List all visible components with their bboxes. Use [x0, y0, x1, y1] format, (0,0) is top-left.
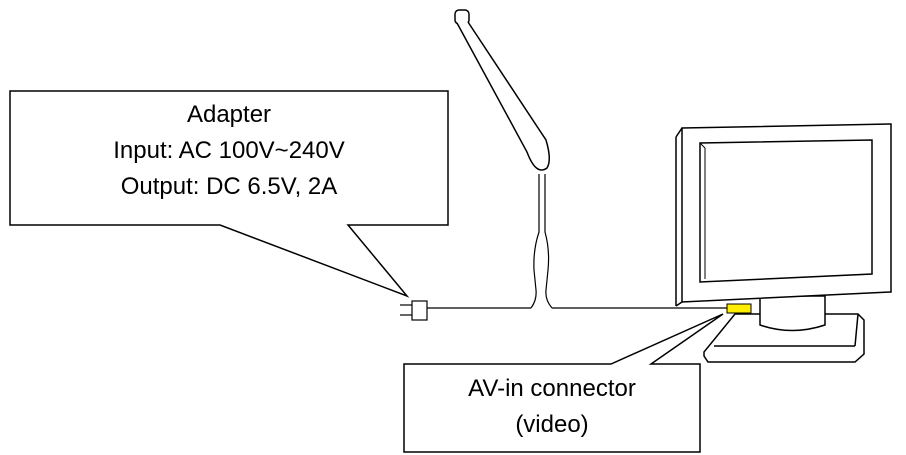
antenna-tip [454, 9, 470, 25]
connector-callout: AV-in connector (video) [403, 313, 724, 453]
adapter-output-spec: Output: DC 6.5V, 2A [121, 173, 338, 200]
antenna [454, 9, 553, 309]
av-in-connector [726, 303, 752, 314]
antenna-body [456, 21, 550, 171]
adapter-input-spec: Input: AC 100V~240V [113, 137, 345, 164]
monitor [675, 123, 892, 363]
adapter-callout-box [9, 90, 449, 298]
monitor-screen [699, 139, 873, 283]
antenna-cable [530, 174, 553, 309]
adapter-callout: Adapter Input: AC 100V~240V Output: DC 6… [9, 90, 449, 298]
connector-callout-box [403, 313, 724, 453]
connector-label: AV-in connector [468, 375, 636, 402]
adapter-title: Adapter [187, 101, 271, 128]
adapter-plug [400, 300, 428, 321]
connector-sublabel: (video) [515, 411, 588, 438]
monitor-stand [759, 295, 826, 332]
plug-body [411, 300, 428, 321]
